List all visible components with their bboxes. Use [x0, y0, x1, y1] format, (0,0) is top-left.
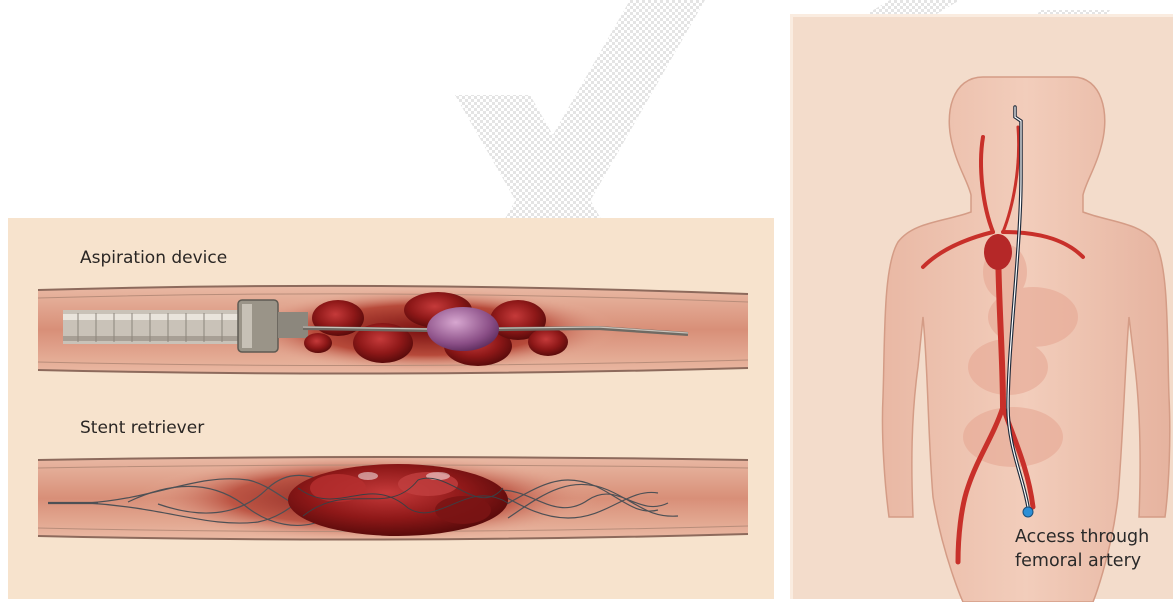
- access-label-line2: femoral artery: [1015, 549, 1149, 573]
- access-label: Access through femoral artery: [1015, 525, 1149, 573]
- femoral-access-point: [1023, 507, 1033, 517]
- body-illustration: [793, 17, 1173, 602]
- thrombectomy-devices-panel: Aspiration device Stent retriever: [8, 218, 774, 599]
- access-label-line1: Access through: [1015, 525, 1149, 549]
- stent-retriever-label: Stent retriever: [80, 418, 204, 438]
- body-access-panel: Access through femoral artery: [790, 14, 1173, 599]
- devices-illustration: [8, 218, 774, 599]
- aspiration-device-label: Aspiration device: [80, 248, 227, 268]
- captured-clot: [288, 464, 508, 536]
- heart: [984, 234, 1012, 270]
